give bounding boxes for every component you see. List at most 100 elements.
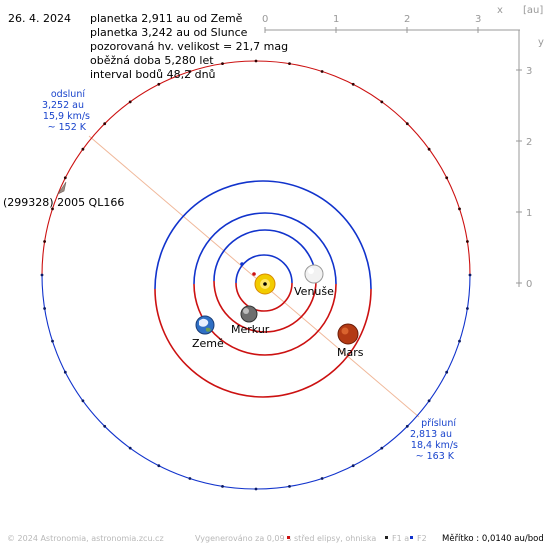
- perihelion-speed: 18,4 km/s: [411, 440, 458, 451]
- aphelion-title: odsluní: [51, 89, 85, 100]
- axes: 0 1 2 3 x [au] 3 2 1 0 y: [262, 5, 544, 290]
- footer-copyright: © 2024 Astronomia, astronomia.zcu.cz: [7, 534, 164, 543]
- orbit-point: [380, 100, 384, 104]
- perihelion-title: přísluní: [421, 418, 456, 429]
- label-mercury: Merkur: [231, 323, 270, 336]
- orbit-point: [51, 207, 54, 211]
- info-line-distance-earth: planetka 2,911 au od Země: [90, 12, 243, 25]
- perihelion-label: přísluní 2,813 au 18,4 km/s ~ 163 K: [410, 418, 458, 462]
- legend-center-swatch: [287, 536, 290, 539]
- orbit-point: [405, 424, 409, 428]
- planet-mercury: [240, 305, 258, 323]
- orbit-point: [128, 446, 132, 450]
- orbit-point: [81, 147, 85, 151]
- top-tick-label-0: 0: [262, 14, 268, 25]
- orbit-point: [63, 370, 67, 374]
- asteroid-marker: [57, 181, 67, 195]
- date-label: 26. 4. 2024: [8, 12, 71, 25]
- orbit-point: [320, 477, 324, 480]
- orbit-point: [51, 339, 54, 343]
- aphelion-label: odsluní 3,252 au 15,9 km/s ~ 152 K: [42, 89, 90, 133]
- orbit-point: [380, 446, 384, 450]
- orbit-point: [466, 240, 469, 243]
- right-tick-label-2: 2: [526, 137, 532, 148]
- footer-scale: Měřítko : 0,0140 au/bod: [442, 534, 544, 544]
- orbit-point: [40, 273, 44, 277]
- right-tick-label-1: 1: [526, 208, 532, 219]
- orbit-point: [427, 399, 431, 403]
- label-venus: Venuše: [294, 285, 334, 298]
- apsides-line: [88, 135, 420, 418]
- orbit-point: [351, 464, 355, 468]
- orbit-point: [445, 370, 449, 374]
- asteroid-name: (299328) 2005 QL166: [3, 196, 124, 209]
- orbit-point: [221, 485, 224, 488]
- legend-f2-swatch: [410, 536, 413, 539]
- top-tick-label-3: 3: [475, 14, 481, 25]
- orbit-venus: [213, 229, 317, 333]
- aphelion-temperature: ~ 152 K: [48, 122, 87, 133]
- planet-mars: [337, 323, 359, 345]
- orbit-point: [458, 339, 461, 343]
- orbit-point: [427, 147, 431, 151]
- right-tick-label-3: 3: [526, 66, 532, 77]
- orbit-mercury: [235, 254, 293, 312]
- orbit-point: [405, 122, 409, 126]
- footer: © 2024 Astronomia, astronomia.zcu.cz Vyg…: [7, 534, 544, 544]
- footer-generated: Vygenerováno za 0,09 s: [195, 534, 291, 543]
- info-line-period: oběžná doba 5,280 let: [90, 54, 214, 67]
- orbit-point: [43, 240, 46, 243]
- orbit-point: [157, 82, 161, 86]
- orbit-point: [103, 122, 107, 126]
- orbit-point: [468, 273, 472, 277]
- top-axis-name: x: [497, 5, 503, 16]
- ellipse-center-marker: [252, 272, 256, 276]
- orbit-point: [128, 100, 132, 104]
- info-lines: planetka 2,911 au od Země planetka 3,242…: [90, 12, 288, 81]
- aphelion-distance: 3,252 au: [42, 100, 84, 111]
- orbit-point: [288, 485, 291, 488]
- orbit-point: [445, 176, 449, 180]
- orbit-point: [221, 62, 224, 65]
- footer-legend-f1: F1 a: [392, 534, 409, 543]
- orbit-point: [351, 82, 355, 86]
- orbit-points: [40, 59, 472, 491]
- orbit-point: [320, 70, 324, 73]
- right-tick-label-0: 0: [526, 279, 532, 290]
- unit-label: [au]: [523, 5, 543, 16]
- label-mars: Mars: [337, 346, 364, 359]
- orbit-mars: [154, 180, 372, 398]
- orbit-asteroid: [41, 60, 471, 490]
- footer-legend-center: střed elipsy, ohniska: [294, 534, 376, 543]
- right-axis-name: y: [538, 37, 544, 48]
- orbit-point: [288, 62, 291, 65]
- orbit-point: [43, 307, 46, 310]
- label-earth: Země: [192, 337, 224, 350]
- orbit-point: [254, 487, 258, 491]
- info-line-magnitude: pozorovaná hv. velikost = 21,7 mag: [90, 40, 288, 53]
- aphelion-speed: 15,9 km/s: [43, 111, 90, 122]
- info-line-distance-sun: planetka 3,242 au od Slunce: [90, 26, 248, 39]
- orbit-point: [466, 307, 469, 310]
- perihelion-temperature: ~ 163 K: [416, 451, 455, 462]
- orbit-point: [103, 424, 107, 428]
- perihelion-distance: 2,813 au: [410, 429, 452, 440]
- sun: [254, 273, 276, 295]
- orbit-point: [458, 207, 461, 211]
- planet-earth: [195, 315, 215, 335]
- orbit-point: [157, 464, 161, 468]
- orbit-point: [63, 176, 67, 180]
- orbit-point: [188, 477, 192, 480]
- info-line-interval: interval bodů 48,2 dnů: [90, 68, 216, 81]
- orbit-point: [254, 59, 258, 63]
- orbit-point: [188, 70, 192, 73]
- orbit-earth: [193, 212, 337, 356]
- top-tick-label-1: 1: [333, 14, 339, 25]
- planet-venus: [304, 264, 324, 284]
- focus-marker: [240, 262, 244, 266]
- footer-legend-f2: F2: [417, 534, 427, 543]
- legend-f1-swatch: [385, 536, 388, 539]
- top-tick-label-2: 2: [404, 14, 410, 25]
- orbit-point: [81, 399, 85, 403]
